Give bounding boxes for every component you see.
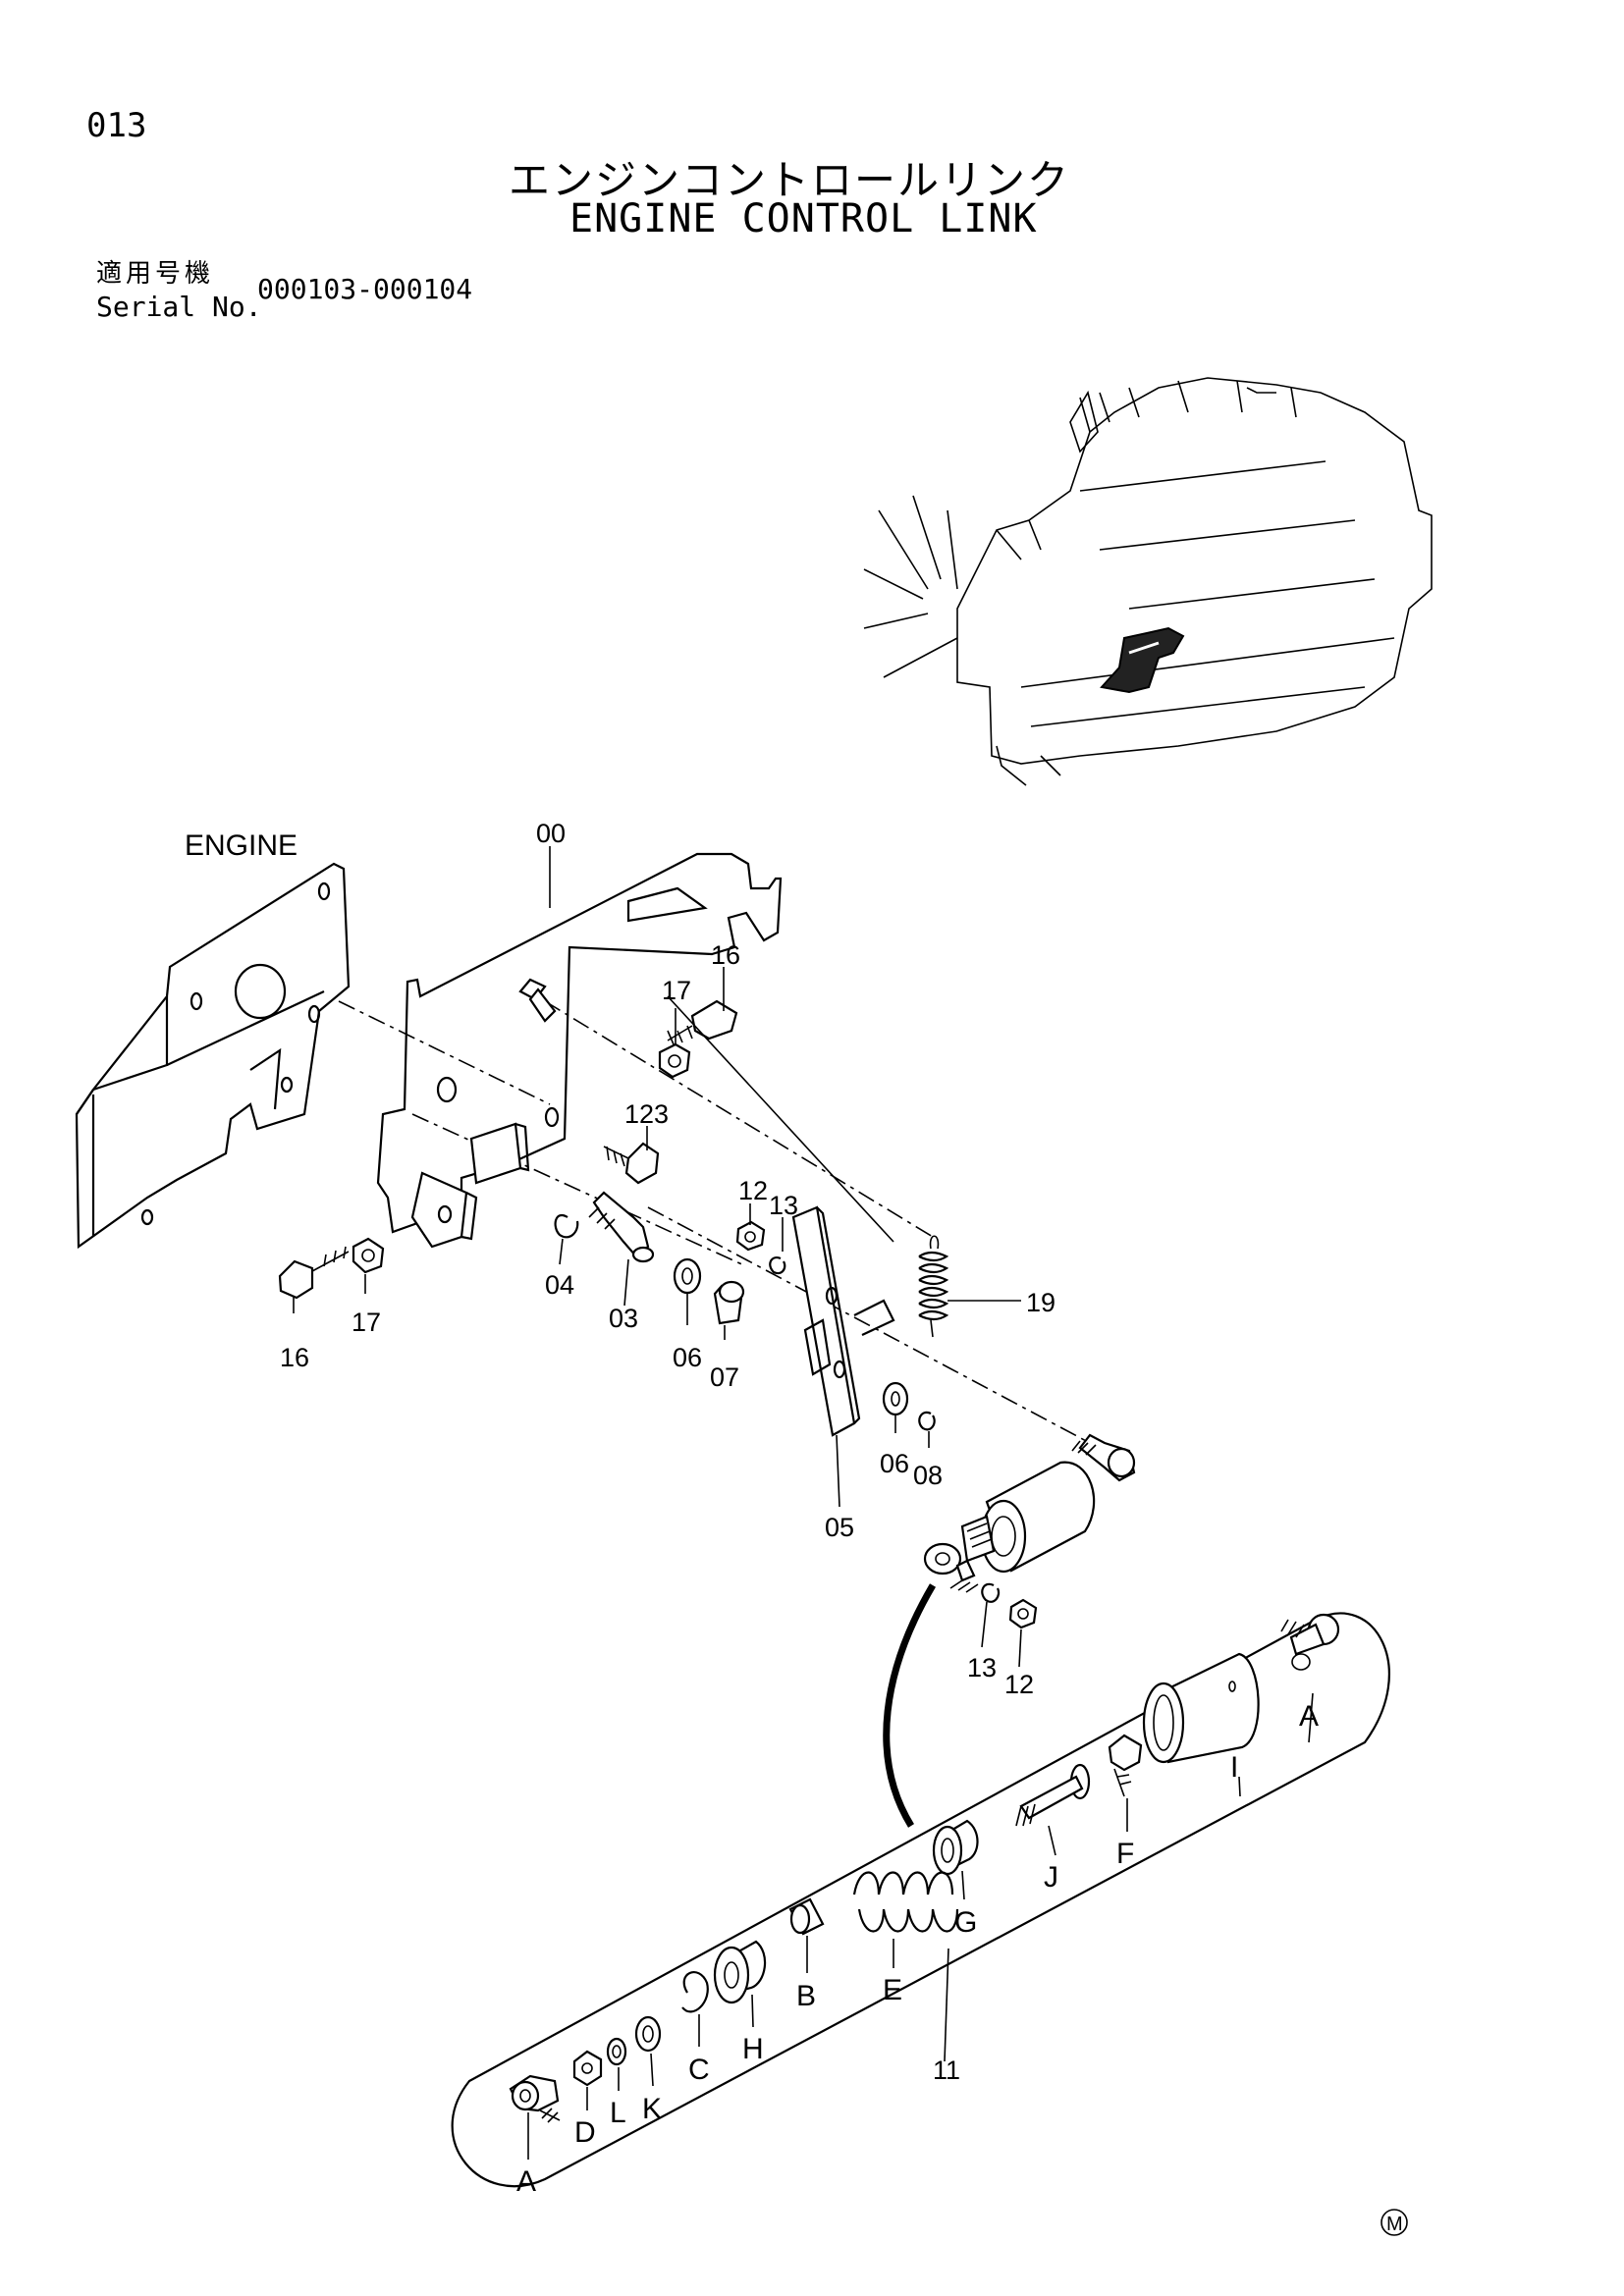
snap-ring-C — [681, 1971, 709, 2013]
letter-I: I — [1230, 1751, 1238, 1784]
callout-13-upper: 13 — [769, 1191, 798, 1220]
spring-seat-H — [713, 1940, 767, 2004]
callout-04: 04 — [545, 1270, 574, 1300]
letter-E: E — [883, 1974, 902, 2006]
rod-end-A-right — [1280, 1613, 1340, 1671]
nut-12-upper — [735, 1220, 766, 1252]
callout-08: 08 — [913, 1461, 943, 1490]
leader-lines — [293, 846, 1314, 2160]
serial-number-range: 000103-000104 — [257, 273, 473, 305]
callout-labels: 00 16 17 123 12 13 19 16 17 04 03 06 07 … — [280, 819, 1056, 2085]
letter-G: G — [954, 1906, 977, 1939]
centerline — [544, 1000, 934, 1238]
bolt-123 — [603, 1142, 660, 1185]
clip-13-upper — [769, 1256, 786, 1275]
letter-C: C — [688, 2054, 710, 2086]
lock-plate — [469, 1122, 530, 1185]
spring-seat-G — [932, 1819, 979, 1876]
letter-B: B — [796, 1980, 816, 2012]
centerline — [647, 1206, 1091, 1444]
letter-K: K — [642, 2093, 662, 2125]
serial-label-english: Serial No. — [96, 291, 262, 323]
spring-E — [852, 1871, 959, 1933]
bolt-16-lower — [278, 1246, 350, 1300]
clip-13-lower — [981, 1582, 1001, 1603]
callout-17-upper: 17 — [662, 976, 691, 1005]
callout-16-lower: 16 — [280, 1343, 309, 1372]
stop-block — [410, 1171, 478, 1249]
bolt-F — [1108, 1734, 1143, 1797]
engine-mounting-plate — [75, 862, 351, 1250]
callout-11: 11 — [933, 2056, 960, 2085]
assembly-reference-curve — [883, 1583, 937, 1828]
callout-16-upper: 16 — [711, 940, 740, 970]
control-bracket — [376, 852, 783, 1234]
letter-A-left: A — [516, 2165, 536, 2198]
washer-L — [606, 2037, 627, 2066]
link-location-marker — [1100, 626, 1185, 694]
callout-06-left: 06 — [673, 1343, 702, 1372]
letter-H: H — [742, 2033, 764, 2065]
leader-line — [667, 995, 894, 1243]
rod-end-A-left — [509, 2074, 561, 2123]
svg-text:M: M — [1386, 2214, 1403, 2235]
callout-12-upper: 12 — [738, 1176, 768, 1205]
pivot-pin — [518, 978, 557, 1023]
spring-19 — [918, 1235, 949, 1338]
letter-A-right: A — [1299, 1700, 1319, 1733]
washer-06-left — [673, 1257, 702, 1295]
callout-17-lower: 17 — [352, 1308, 381, 1337]
callout-05: 05 — [825, 1513, 854, 1542]
nut-12-lower — [1008, 1598, 1038, 1629]
centerline — [411, 1113, 747, 1267]
collar-07 — [713, 1280, 745, 1325]
sleeve-I — [1142, 1652, 1260, 1764]
engine-location-thumbnail — [863, 377, 1433, 786]
pin-J — [1015, 1763, 1091, 1827]
callout-123: 123 — [624, 1099, 669, 1129]
callout-03: 03 — [609, 1304, 638, 1333]
callout-07: 07 — [710, 1362, 739, 1392]
bolt-16-upper — [667, 999, 738, 1045]
washer-K — [634, 2015, 662, 2053]
nut-17-upper — [658, 1042, 691, 1079]
damper-cylinder — [923, 1461, 1096, 1593]
circled-m-mark: M — [1380, 2209, 1408, 2236]
lever-05 — [791, 1205, 895, 1437]
centerline — [338, 1000, 551, 1105]
sub-part-letters: A I F J G E B H C K L D A — [516, 1700, 1319, 2198]
serial-label-japanese: 適用号機 — [96, 259, 215, 289]
title-japanese: エンジンコントロールリンク — [509, 156, 1071, 204]
stud-03 — [588, 1191, 655, 1263]
letter-L: L — [610, 2097, 626, 2129]
collar-B — [788, 1897, 825, 1936]
washer-06-right — [882, 1381, 909, 1416]
clip-08 — [918, 1411, 936, 1431]
rod-end-upper — [1071, 1433, 1136, 1482]
callout-06-right: 06 — [880, 1449, 909, 1478]
letter-F: F — [1116, 1838, 1134, 1870]
snap-ring-04 — [554, 1214, 579, 1239]
callout-19: 19 — [1026, 1288, 1056, 1317]
page-number: 013 — [86, 106, 147, 145]
letter-D: D — [574, 2116, 596, 2149]
callout-13-lower: 13 — [967, 1653, 997, 1682]
letter-J: J — [1044, 1861, 1058, 1894]
callout-00: 00 — [536, 819, 566, 848]
title-english: ENGINE CONTROL LINK — [569, 196, 1038, 241]
nut-D — [572, 2050, 603, 2087]
nut-17-lower — [352, 1237, 385, 1274]
callout-12-lower: 12 — [1004, 1670, 1034, 1699]
engine-label: ENGINE — [185, 829, 298, 862]
assembly-11-capsule — [451, 1612, 1390, 2188]
